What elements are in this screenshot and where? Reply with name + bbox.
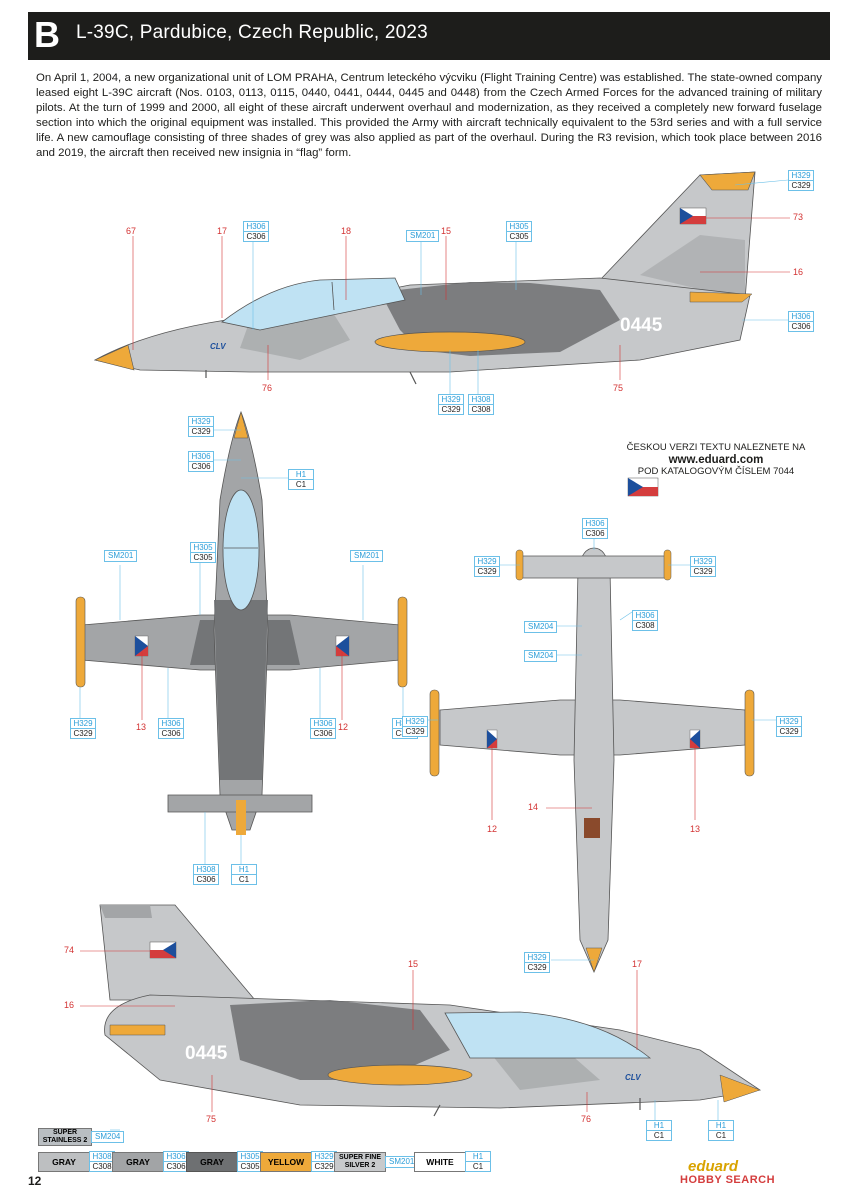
callout-bottom-12: 12 [487,824,498,834]
czech-note-line2: POD KATALOGOVÝM ČÍSLEM 7044 [637,466,795,477]
top-view [75,410,408,835]
left-profile-view [93,171,756,385]
eduard-logo: eduard [688,1158,739,1175]
callout-right-75: 75 [206,1114,217,1124]
callout-76: 76 [262,383,273,393]
callout-75: 75 [613,383,624,393]
callout-right-15: 15 [408,959,419,969]
right-fin-text: CLV [625,1073,641,1082]
callout-67: 67 [126,226,137,236]
callout-right-16: 16 [64,1000,75,1010]
hobby-search-watermark: HOBBY SEARCH [680,1174,776,1186]
legend-super-stainless-swatch: SUPER STAINLESS 2 [38,1128,92,1146]
legend-yellow-swatch: YELLOW [260,1152,312,1172]
legend-super-stainless-code: SM204 [91,1131,125,1143]
callout-15: 15 [441,226,452,236]
code-sm201-left: SM201 [406,230,440,242]
callout-73: 73 [793,212,804,222]
left-fin-text: CLV [210,342,226,351]
czech-version-note: ČESKOU VERZI TEXTU NALEZNETE NA www.edua… [614,442,818,478]
callout-top-12: 12 [338,722,349,732]
legend-gray-306-swatch: GRAY [112,1152,164,1172]
callout-top-13: 13 [136,722,147,732]
callout-right-17: 17 [632,959,643,969]
page-number: 12 [28,1174,42,1188]
code-sm201-top-left: SM201 [104,550,138,562]
legend-gray-305-swatch: GRAY [186,1152,238,1172]
callout-bottom-13: 13 [690,824,701,834]
right-profile-view [99,904,762,1117]
code-leaders [79,179,789,1131]
callout-18: 18 [341,226,352,236]
legend-white-swatch: WHITE [414,1152,466,1172]
czech-flag [627,477,659,497]
left-serial: 0445 [620,315,663,336]
scheme-title: L-39C, Pardubice, Czech Republic, 2023 [76,22,428,43]
scheme-letter: B [34,14,60,55]
callout-right-76: 76 [581,1114,592,1124]
legend-super-fine-silver-swatch: SUPER FINE SILVER 2 [334,1152,386,1172]
callout-leaders [80,217,790,1112]
callout-74: 74 [64,945,75,955]
right-serial: 0445 [185,1043,228,1064]
czech-note-url[interactable]: www.eduard.com [668,454,764,466]
scheme-description: On April 1, 2004, a new organizational u… [36,72,822,159]
callout-17: 17 [217,226,228,236]
callout-16: 16 [793,267,804,277]
bottom-view [429,547,755,973]
czech-note-line1: ČESKOU VERZI TEXTU NALEZNETE NA [626,442,806,453]
code-sm204-upper: SM204 [524,621,558,633]
code-sm204-lower: SM204 [524,650,558,662]
code-sm201-top-right: SM201 [350,550,384,562]
callout-bottom-14: 14 [528,802,539,812]
legend-gray-308-swatch: GRAY [38,1152,90,1172]
header-bar [28,12,830,60]
